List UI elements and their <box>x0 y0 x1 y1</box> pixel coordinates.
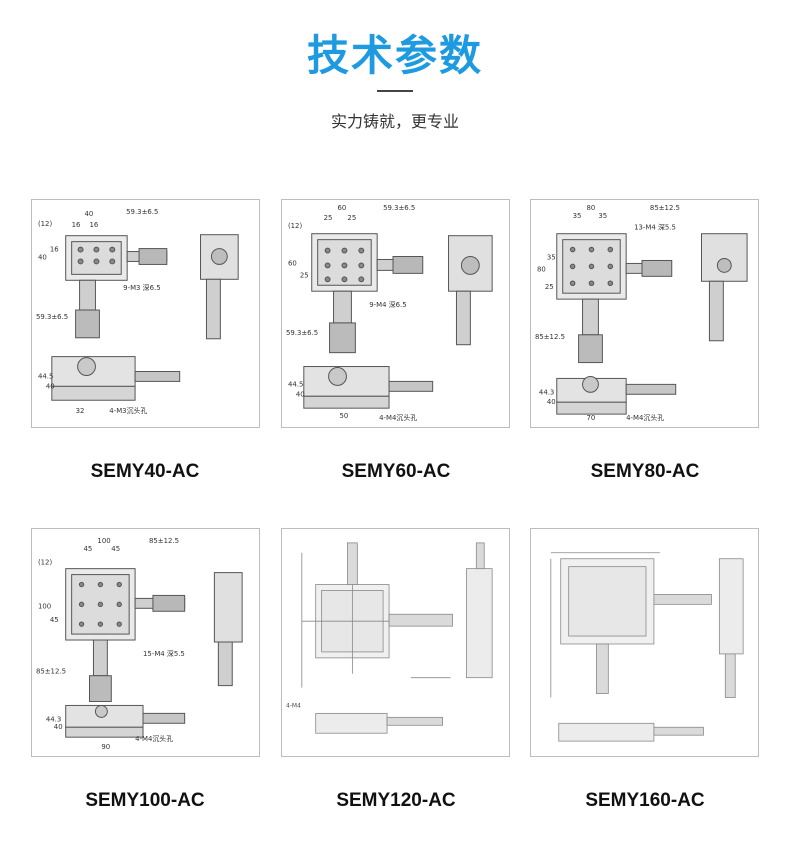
dim-side1: 25 <box>545 283 554 291</box>
dim-height1: 44.5 <box>38 372 53 380</box>
dim-side2: 80 <box>537 265 546 273</box>
drawing-card-semy160 <box>530 528 759 757</box>
dim-w3: 35 <box>598 212 607 220</box>
drawing-semy160 <box>550 552 744 742</box>
model-label-semy120: SEMY120-AC <box>336 790 456 811</box>
dim-w3: 25 <box>347 214 356 222</box>
drawing-semy40: 40 16 16 59.3±6.5 (12) 40 16 9-M3 深6.5 5… <box>36 208 239 415</box>
model-label-semy80: SEMY80-AC <box>590 461 700 482</box>
drawing-card-semy40: 40 16 16 59.3±6.5 (12) 40 16 9-M3 深6.5 5… <box>31 199 260 428</box>
drawing-card-semy80: 80 35 35 85±12.5 25 80 35 13-M4 深5.5 85±… <box>530 199 759 428</box>
dim-w: 60 <box>338 204 347 212</box>
dim-w2: 45 <box>84 545 93 553</box>
dim-side3: 25 <box>300 271 309 279</box>
dim-side1: (12) <box>38 559 53 567</box>
drawing-semy120: 4-M4 <box>286 542 493 734</box>
dim-w2: 16 <box>72 221 81 229</box>
dim-side1: (12) <box>38 220 53 228</box>
dim-side2: 40 <box>38 253 47 261</box>
model-label-semy100: SEMY100-AC <box>85 790 205 811</box>
dim-travel: 85±12.5 <box>149 537 179 545</box>
dim-mount: 4-M4沉头孔 <box>379 413 417 422</box>
dim-height1: 44.3 <box>46 715 61 723</box>
drawing-semy60: 60 25 25 59.3±6.5 (12) 60 25 9-M4 深6.5 5… <box>286 204 493 422</box>
dim-vtravel: 59.3±6.5 <box>36 313 68 321</box>
dim-side1: (12) <box>288 222 303 230</box>
dim-vtravel: 85±12.5 <box>535 333 565 341</box>
dim-vtravel: 85±12.5 <box>36 668 66 676</box>
dim-hole: 13-M4 深5.5 <box>634 223 676 232</box>
title-divider <box>377 90 413 92</box>
model-label-semy60: SEMY60-AC <box>341 461 451 482</box>
dim-w: 100 <box>97 537 110 545</box>
dim-side3: 45 <box>50 616 59 624</box>
dim-height2: 40 <box>54 723 63 731</box>
drawing-semy80: 80 35 35 85±12.5 25 80 35 13-M4 深5.5 85±… <box>535 204 748 422</box>
dim-base: 50 <box>339 412 348 420</box>
dim-hole: 4-M4 <box>286 702 301 709</box>
dim-hole: 9-M4 深6.5 <box>369 300 406 309</box>
dim-w: 40 <box>85 210 94 218</box>
dim-side3: 35 <box>547 253 556 261</box>
dim-mount: 4-M4沉头孔 <box>626 413 664 422</box>
dim-travel: 85±12.5 <box>650 204 680 212</box>
dim-side2: 60 <box>288 259 297 267</box>
dim-base: 32 <box>76 407 85 415</box>
drawing-semy100: 100 45 45 85±12.5 (12) 100 45 15-M4 深5.5… <box>36 537 243 751</box>
dim-side2: 100 <box>38 602 51 610</box>
dim-w3: 45 <box>111 545 120 553</box>
dim-vtravel: 59.3±6.5 <box>286 329 318 337</box>
dim-height2: 40 <box>46 382 55 390</box>
dim-travel: 59.3±6.5 <box>383 204 415 212</box>
model-label-semy40: SEMY40-AC <box>90 461 200 482</box>
dim-height2: 40 <box>547 398 556 406</box>
drawing-card-semy120: 4-M4 <box>281 528 510 757</box>
dim-height1: 44.5 <box>288 380 303 388</box>
model-label-semy160: SEMY160-AC <box>585 790 705 811</box>
page-subtitle: 实力铸就，更专业 <box>330 112 459 131</box>
dim-w3: 16 <box>89 221 98 229</box>
dim-side3: 16 <box>50 246 59 254</box>
dim-base: 90 <box>101 743 110 751</box>
drawing-card-semy100: 100 45 45 85±12.5 (12) 100 45 15-M4 深5.5… <box>31 528 260 757</box>
dim-hole: 15-M4 深5.5 <box>143 649 185 658</box>
drawing-card-semy60: 60 25 25 59.3±6.5 (12) 60 25 9-M4 深6.5 5… <box>281 199 510 428</box>
dim-w: 80 <box>587 204 596 212</box>
dim-travel: 59.3±6.5 <box>126 208 158 216</box>
dim-mount: 4-M4沉头孔 <box>135 734 173 743</box>
dim-w2: 25 <box>324 214 333 222</box>
dim-w2: 35 <box>573 212 582 220</box>
dim-base: 70 <box>587 414 596 422</box>
dim-height2: 40 <box>296 390 305 398</box>
dim-hole: 9-M3 深6.5 <box>123 283 160 292</box>
dim-height1: 44.3 <box>539 388 554 396</box>
dim-mount: 4-M3沉头孔 <box>109 406 147 415</box>
page-title: 技术参数 <box>306 31 483 80</box>
